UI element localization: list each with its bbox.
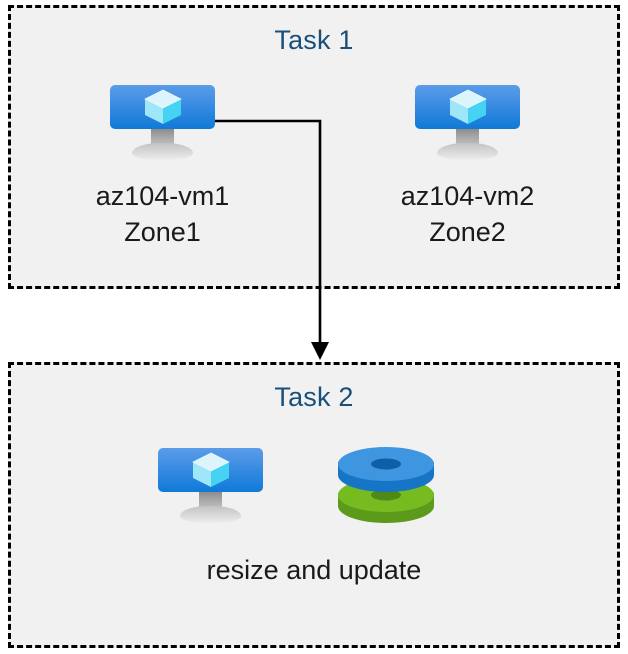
task-2-container xyxy=(8,362,620,648)
task-2-caption: resize and update xyxy=(206,555,422,585)
managed-disks-icon xyxy=(338,447,434,523)
vm2-cube-icon xyxy=(449,89,487,124)
vm2-label: az104-vm2 Zone2 xyxy=(400,181,535,247)
vm1-label: az104-vm1 Zone1 xyxy=(95,181,230,247)
task2-vm-stand-base xyxy=(180,506,241,523)
arrow-head-icon xyxy=(311,342,329,360)
task2-vm-icon xyxy=(158,448,263,526)
task-1-title: Task 1 xyxy=(274,25,354,55)
task2-vm-cube-icon xyxy=(192,452,230,487)
task-2-title: Task 2 xyxy=(274,382,354,412)
vm1-cube-icon xyxy=(144,89,182,124)
vm2-stand-base xyxy=(437,143,498,160)
vm1-stand-base xyxy=(132,143,193,160)
vm1-icon xyxy=(110,85,215,163)
vm2-icon xyxy=(415,85,520,163)
